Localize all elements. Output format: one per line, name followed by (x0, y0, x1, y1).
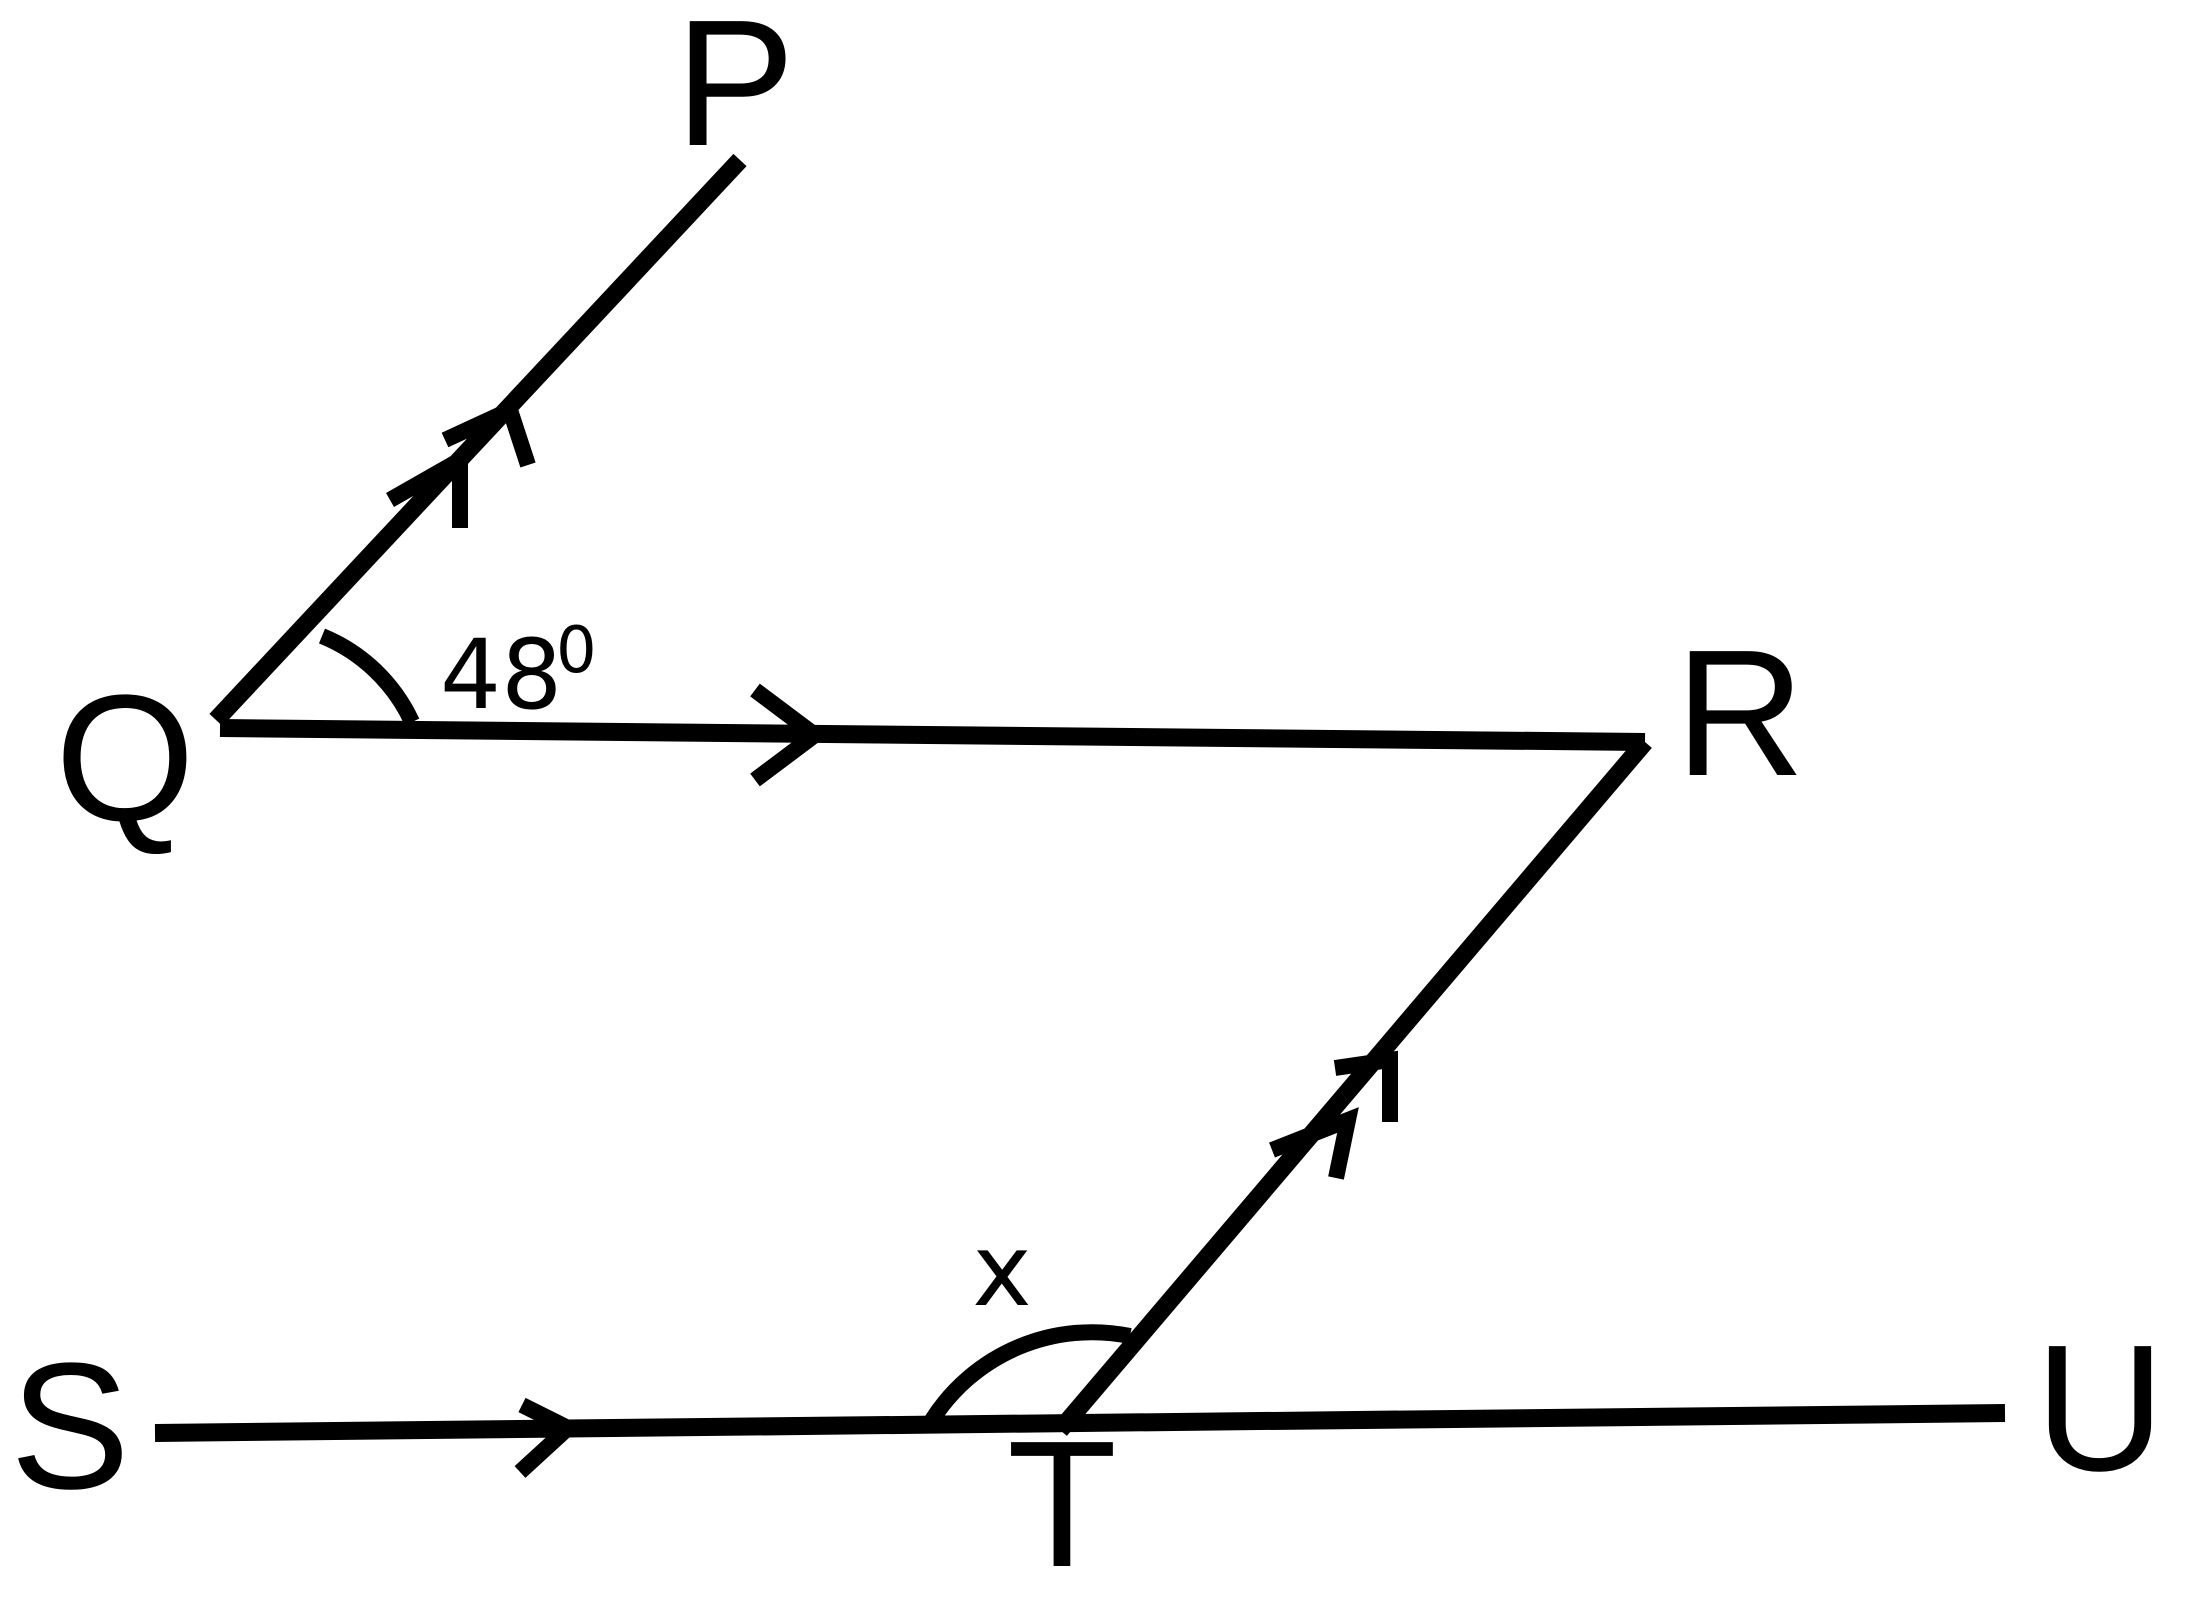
parallel-arrow-qr (750, 683, 829, 787)
segment-qr (219, 719, 1646, 751)
parallel-double-arrow-pq-1 (386, 446, 468, 528)
label-point-r: R (1675, 613, 1805, 814)
label-angle-48-degree: 0 (556, 614, 597, 688)
label-angle-48: 48 (440, 619, 562, 731)
parallel-arrow-su (514, 1397, 582, 1478)
parallel-double-arrow-rt-1 (1269, 1107, 1359, 1180)
parallel-double-arrow-pq-2 (441, 398, 536, 468)
label-point-q: Q (55, 658, 195, 859)
angle-arc-48 (318, 628, 420, 726)
angle-arc-x (925, 1324, 1132, 1425)
label-point-u: U (2035, 1308, 2165, 1509)
label-point-s: S (10, 1326, 130, 1527)
segment-rt (1053, 736, 1652, 1436)
label-point-t: T (1007, 1404, 1117, 1600)
label-angle-x: x (972, 1212, 1031, 1329)
parallel-double-arrow-rt-2 (1333, 1050, 1398, 1122)
segment-su (154, 1404, 2006, 1442)
segment-pq (209, 153, 747, 727)
label-point-p: P (675, 0, 795, 184)
